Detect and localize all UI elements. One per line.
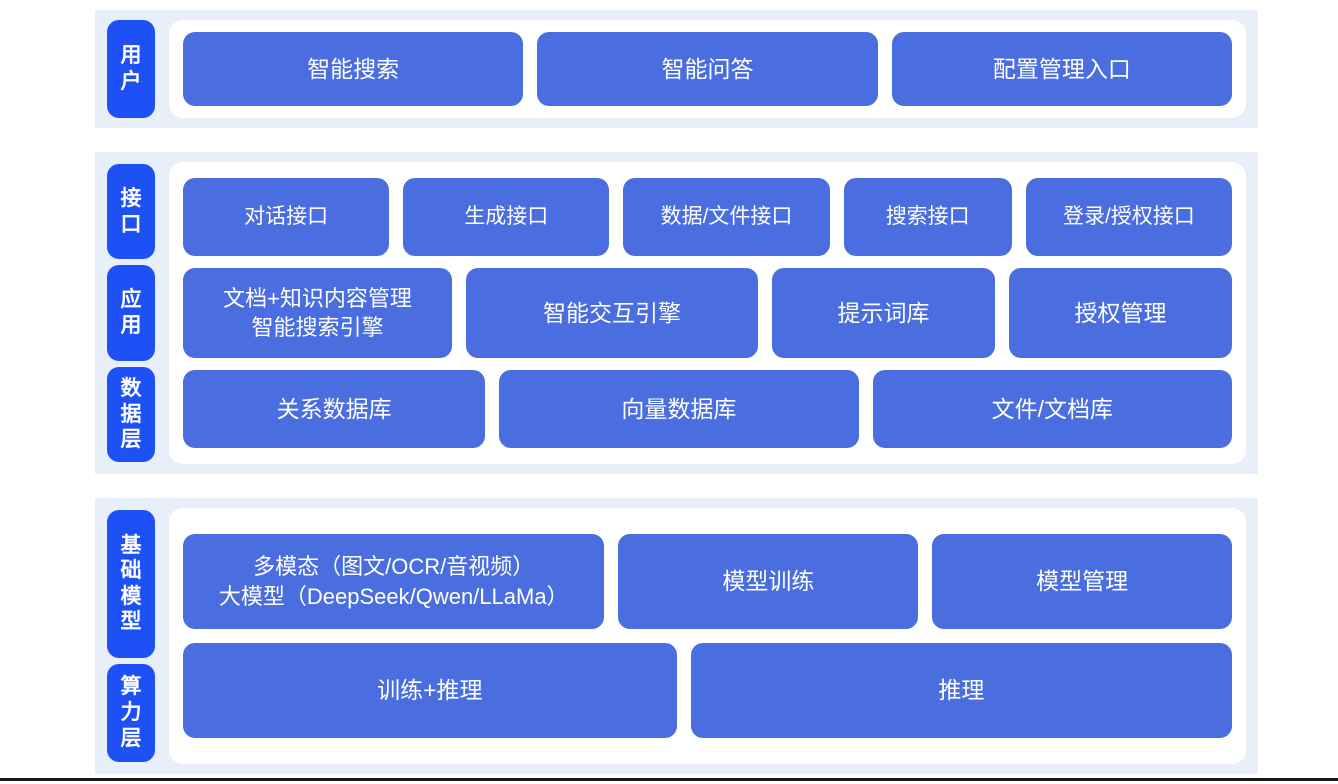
layer-tab-data[interactable]: 数据层 [107, 366, 155, 462]
layer-tab-application-label: 应用 [120, 288, 143, 337]
box-prompt-library[interactable]: 提示词库 [772, 268, 995, 358]
box-generation-api[interactable]: 生成接口 [403, 178, 610, 256]
layer-tab-compute-label: 算力层 [120, 675, 143, 750]
layer-group-base: 基础模型 算力层 多模态（图文/OCR/音视频） 大模型（DeepSeek/Qw… [95, 498, 1258, 774]
box-relational-database[interactable]: 关系数据库 [183, 370, 486, 448]
box-vector-database[interactable]: 向量数据库 [499, 370, 859, 448]
box-model-management[interactable]: 模型管理 [932, 534, 1233, 629]
row-user-entries: 智能搜索 智能问答 配置管理入口 [183, 32, 1232, 106]
layer-tab-data-label: 数据层 [120, 376, 143, 452]
layer-card-user: 智能搜索 智能问答 配置管理入口 [169, 20, 1246, 118]
layer-tabs-user: 用户 [95, 10, 159, 128]
box-smart-qa[interactable]: 智能问答 [537, 32, 878, 106]
row-data: 关系数据库 向量数据库 文件/文档库 [183, 370, 1232, 448]
box-doc-knowledge-content-management[interactable]: 文档+知识内容管理 智能搜索引擎 [183, 268, 452, 358]
box-config-management-entry[interactable]: 配置管理入口 [891, 32, 1232, 106]
layer-tabs-base: 基础模型 算力层 [95, 498, 159, 774]
box-dialog-api[interactable]: 对话接口 [183, 178, 390, 256]
layer-tab-interface-label: 接口 [120, 187, 143, 236]
layer-card-middle: 对话接口 生成接口 数据/文件接口 搜索接口 登录/授权接口 文档+知识内容管理… [169, 162, 1246, 464]
layer-tab-interface[interactable]: 接口 [107, 164, 155, 260]
box-login-auth-api[interactable]: 登录/授权接口 [1025, 178, 1232, 256]
row-foundation-model: 多模态（图文/OCR/音视频） 大模型（DeepSeek/Qwen/LLaMa）… [183, 534, 1233, 629]
row-application: 文档+知识内容管理 智能搜索引擎 智能交互引擎 提示词库 授权管理 [183, 268, 1232, 358]
bottom-divider [0, 778, 1338, 781]
box-smart-interaction-engine[interactable]: 智能交互引擎 [466, 268, 758, 358]
layer-tab-user[interactable]: 用户 [107, 20, 155, 118]
layer-group-user: 用户 智能搜索 智能问答 配置管理入口 [95, 10, 1258, 128]
layer-group-middle: 接口 应用 数据层 对话接口 生成接口 数据/文件接口 搜索接口 登录/授权接口… [95, 152, 1258, 474]
layer-tab-compute[interactable]: 算力层 [107, 663, 155, 762]
layer-tabs-middle: 接口 应用 数据层 [95, 152, 159, 474]
box-file-document-store[interactable]: 文件/文档库 [872, 370, 1232, 448]
box-authorization-management[interactable]: 授权管理 [1009, 268, 1232, 358]
box-smart-search[interactable]: 智能搜索 [183, 32, 524, 106]
layer-tab-user-label: 用户 [120, 44, 143, 93]
row-interface: 对话接口 生成接口 数据/文件接口 搜索接口 登录/授权接口 [183, 178, 1232, 256]
box-model-training[interactable]: 模型训练 [618, 534, 919, 629]
box-inference[interactable]: 推理 [690, 643, 1232, 738]
box-multimodal-llm[interactable]: 多模态（图文/OCR/音视频） 大模型（DeepSeek/Qwen/LLaMa） [183, 534, 605, 629]
layer-tab-foundation-model-label: 基础模型 [120, 533, 143, 634]
row-compute: 训练+推理 推理 [183, 643, 1232, 738]
layer-tab-foundation-model[interactable]: 基础模型 [107, 510, 155, 658]
box-data-file-api[interactable]: 数据/文件接口 [623, 178, 830, 256]
box-training-and-inference[interactable]: 训练+推理 [183, 643, 677, 738]
layer-card-base: 多模态（图文/OCR/音视频） 大模型（DeepSeek/Qwen/LLaMa）… [169, 508, 1246, 764]
layer-tab-application[interactable]: 应用 [107, 265, 155, 361]
box-search-api[interactable]: 搜索接口 [843, 178, 1012, 256]
